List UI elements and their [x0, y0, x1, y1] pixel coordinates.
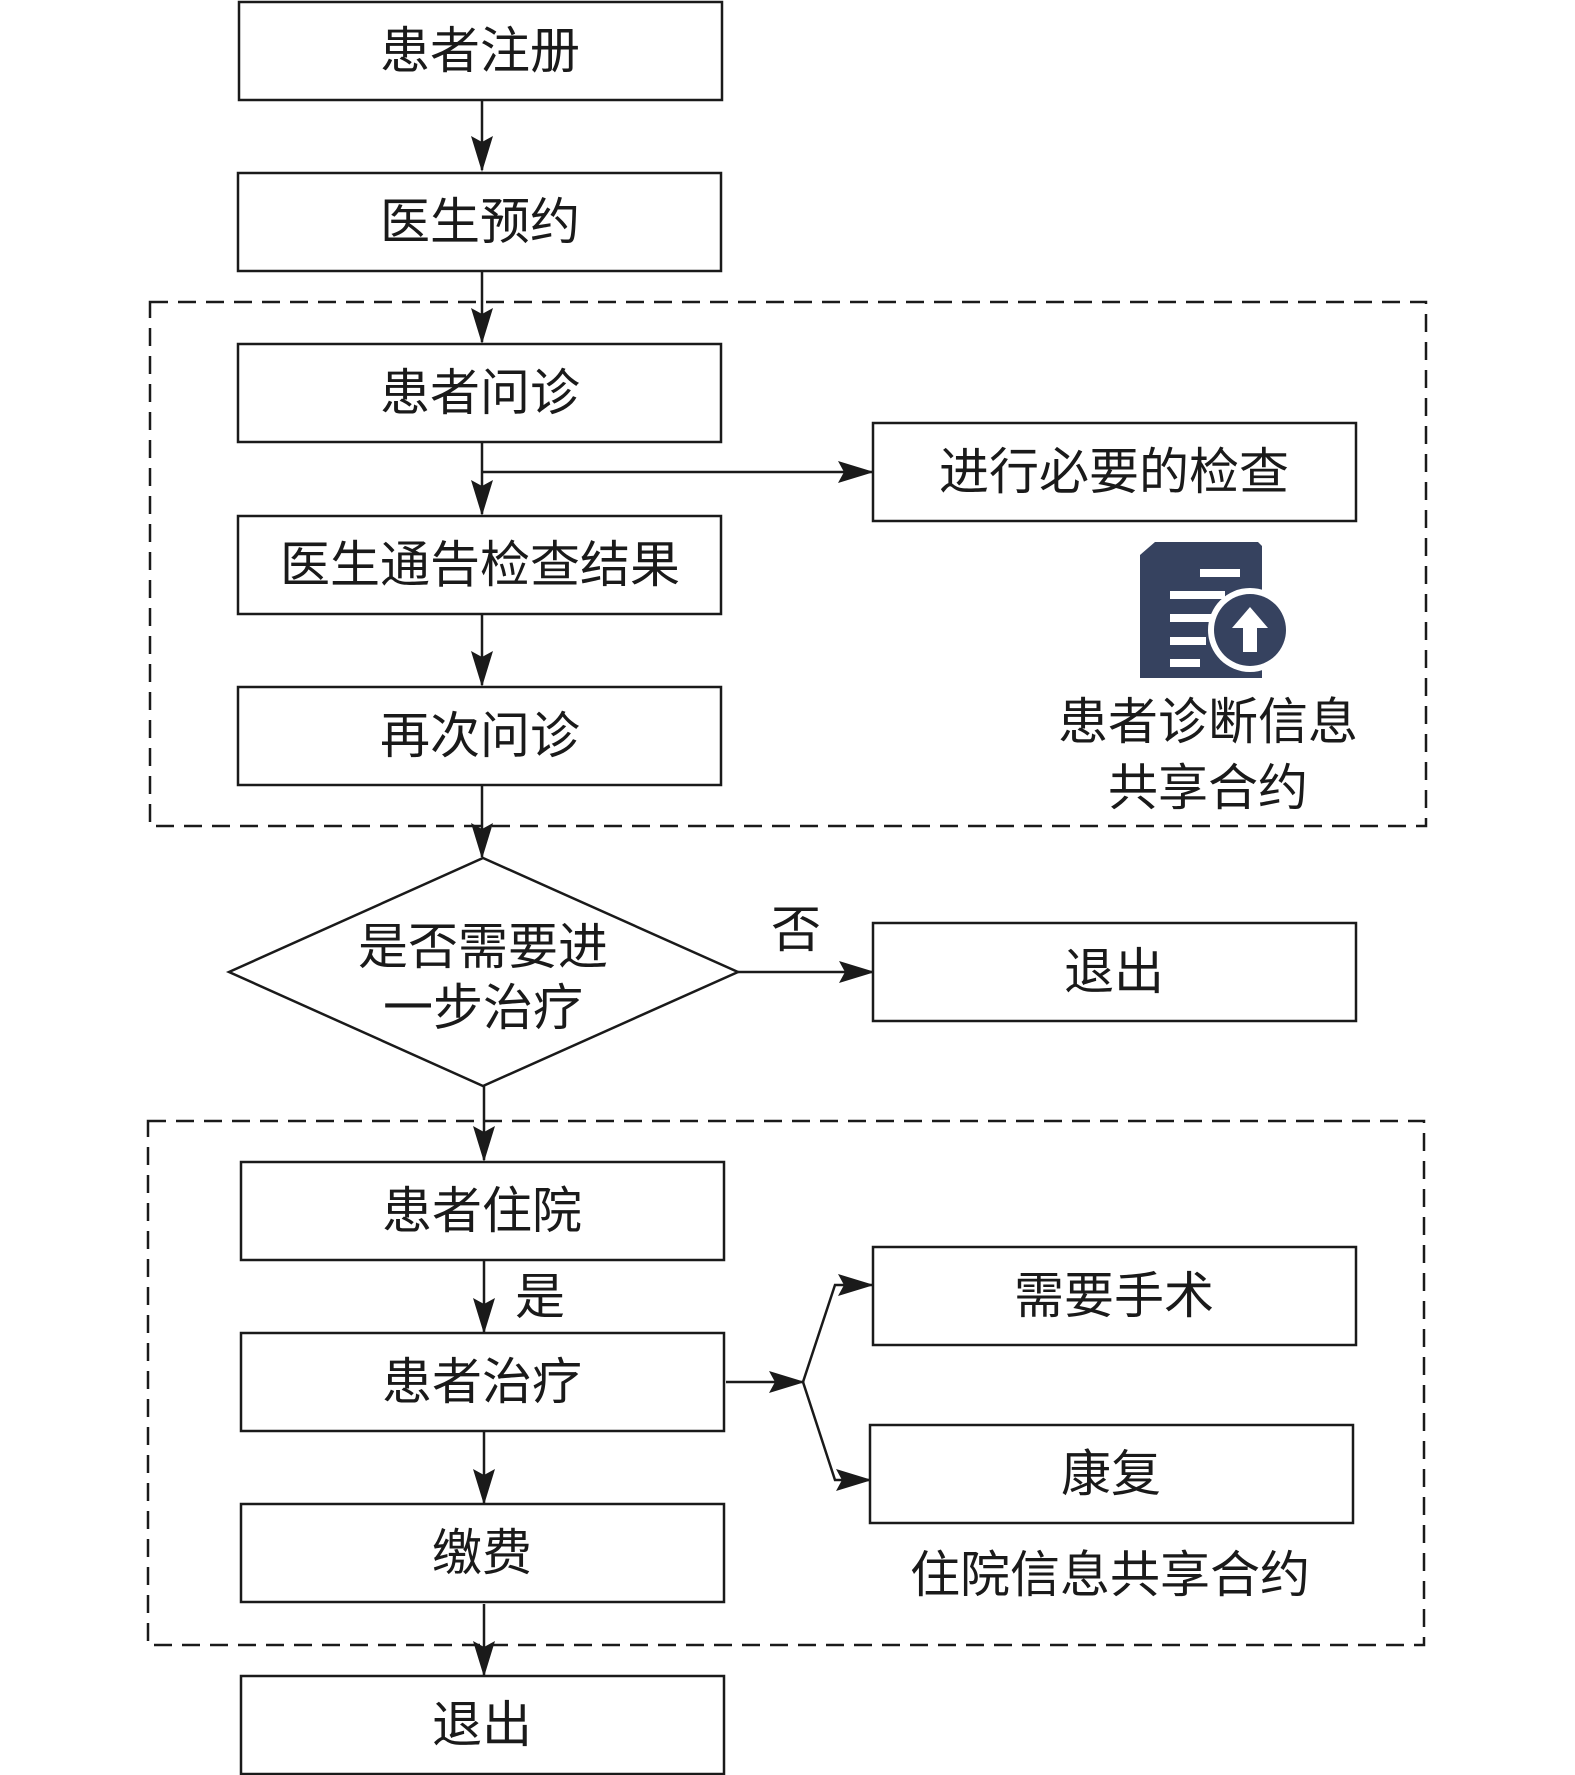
node-consult: 患者问诊 [236, 342, 723, 444]
node-exit-no-label: 退出 [1064, 943, 1164, 1001]
node-hospitalize-label: 患者住院 [382, 1182, 582, 1240]
node-rehab: 康复 [868, 1423, 1355, 1525]
edge-branch-rehab [801, 1381, 872, 1491]
node-exit-no: 退出 [871, 921, 1358, 1023]
node-surgery: 需要手术 [871, 1245, 1358, 1347]
node-payment: 缴费 [239, 1502, 726, 1604]
diagnosis-contract-group [148, 300, 1428, 828]
node-rehab-label: 康复 [1061, 1445, 1161, 1503]
decision-label-line2: 一步治疗 [383, 979, 583, 1037]
node-notify-results: 医生通告检查结果 [236, 514, 723, 616]
edge-label-yes: 是 [515, 1268, 565, 1326]
node-appointment: 医生预约 [236, 171, 723, 273]
node-exit-final-label: 退出 [432, 1696, 532, 1754]
hospital-contract-group [146, 1119, 1426, 1647]
node-exit-final: 退出 [239, 1674, 726, 1775]
node-notify-results-label: 医生通告检查结果 [280, 536, 680, 594]
node-reconsult: 再次问诊 [236, 685, 723, 787]
edge-label-no: 否 [771, 901, 821, 959]
edge-branch-surgery [801, 1274, 874, 1383]
node-decision: 是否需要进 一步治疗 [225, 856, 742, 1088]
node-reconsult-label: 再次问诊 [380, 707, 580, 765]
node-payment-label: 缴费 [432, 1524, 532, 1582]
hospital-contract-caption: 住院信息共享合约 [910, 1546, 1310, 1604]
node-consult-label: 患者问诊 [380, 364, 580, 422]
diagnosis-contract-caption-line1: 患者诊断信息 [1058, 693, 1358, 751]
node-register: 患者注册 [237, 0, 724, 102]
node-hospitalize: 患者住院 [239, 1160, 726, 1262]
node-treatment-label: 患者治疗 [382, 1353, 582, 1411]
node-appointment-label: 医生预约 [380, 193, 580, 251]
node-surgery-label: 需要手术 [1014, 1267, 1214, 1325]
document-upload-icon [1140, 542, 1292, 678]
node-exam: 进行必要的检查 [871, 421, 1358, 523]
node-treatment: 患者治疗 [239, 1331, 726, 1433]
diagnosis-contract-caption-line2: 共享合约 [1108, 759, 1308, 817]
node-exam-label: 进行必要的检查 [939, 443, 1289, 501]
node-register-label: 患者注册 [380, 22, 580, 80]
decision-label-line1: 是否需要进 [358, 918, 608, 976]
